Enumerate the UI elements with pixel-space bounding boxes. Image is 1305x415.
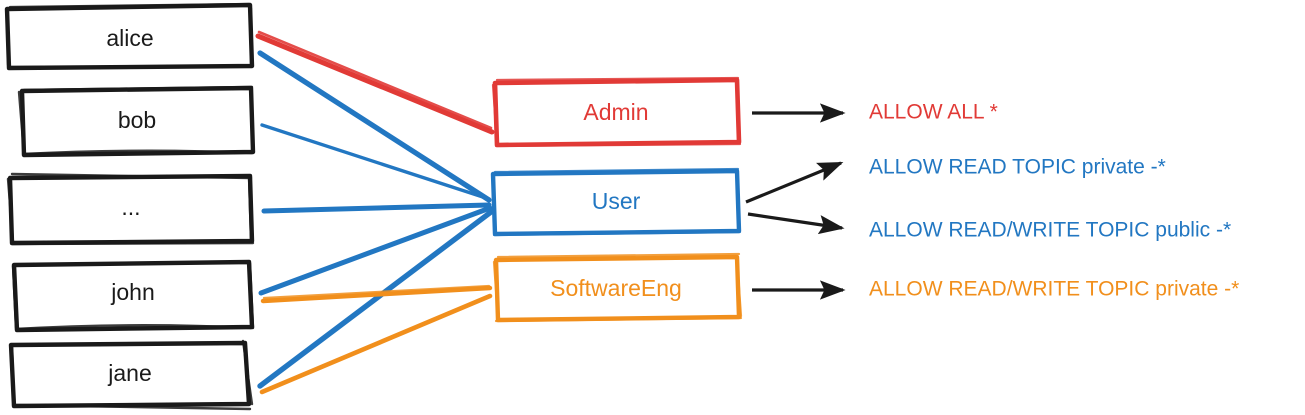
edge-alice-user (257, 50, 492, 203)
user-box-alice-label: alice (106, 25, 153, 51)
user-box-ellipsis[interactable]: ... (6, 172, 255, 246)
role-box-admin[interactable]: Admin (491, 76, 742, 148)
user-box-jane-label: jane (107, 360, 151, 386)
user-box-ellipsis-sketch-overstroke (6, 172, 255, 246)
user-box-bob[interactable]: bob (17, 85, 256, 158)
permission-label-readwrite-topic-private: ALLOW READ/WRITE TOPIC private -* (869, 278, 1239, 301)
edge-john-softwareeng-overstroke (262, 284, 491, 300)
edge-alice-admin (255, 30, 495, 135)
user-box-ellipsis-label: ... (121, 194, 140, 220)
edge-alice-admin-line-overstroke (257, 30, 493, 130)
edge-john-user (258, 205, 493, 296)
edge-ellipsis-user (261, 202, 492, 214)
user-boxes: alice bob ... john (4, 2, 256, 411)
edge-john-softwareeng (260, 284, 493, 304)
role-box-softwareeng-label: SoftwareEng (550, 275, 682, 301)
arrow-user-to-read-topic-private (745, 161, 844, 204)
role-box-user-label: User (592, 188, 641, 214)
role-box-admin-label: Admin (583, 99, 648, 125)
role-box-user[interactable]: User (490, 167, 742, 237)
role-box-admin-sketch-overstroke (491, 76, 742, 148)
role-box-softwareeng-sketch-overstroke (492, 252, 743, 323)
edges-user-to-role (255, 30, 495, 395)
permission-label-allow-all: ALLOW ALL * (869, 101, 998, 124)
role-boxes: Admin User SoftwareEng (490, 76, 743, 323)
user-box-jane-sketch-overstroke (10, 339, 254, 411)
arrow-user-to-readwrite-topic-public (747, 212, 845, 235)
user-box-john-sketch-overstroke (11, 261, 255, 331)
user-box-alice[interactable]: alice (4, 2, 255, 71)
edge-alice-admin-line (255, 33, 495, 135)
permission-labels: ALLOW ALL * ALLOW READ TOPIC private -* … (869, 101, 1239, 301)
user-box-john[interactable]: john (11, 259, 255, 333)
user-box-jane[interactable]: jane (8, 339, 254, 411)
user-box-bob-label: bob (118, 107, 156, 133)
edge-jane-softwareeng (259, 293, 493, 395)
user-box-john-label: john (110, 279, 154, 305)
user-box-bob-sketch-overstroke (17, 85, 254, 156)
user-box-alice-sketch-overstroke (5, 2, 253, 69)
role-box-softwareeng[interactable]: SoftwareEng (492, 252, 743, 323)
edge-jane-user (257, 209, 494, 389)
edge-john-softwareeng-line (260, 285, 493, 304)
arrows-role-to-permission (745, 103, 846, 300)
permission-label-read-topic-private: ALLOW READ TOPIC private -* (869, 156, 1166, 179)
edge-bob-user (260, 123, 491, 201)
role-box-user-sketch-overstroke (492, 167, 742, 237)
permission-label-readwrite-topic-public: ALLOW READ/WRITE TOPIC public -* (869, 219, 1231, 242)
